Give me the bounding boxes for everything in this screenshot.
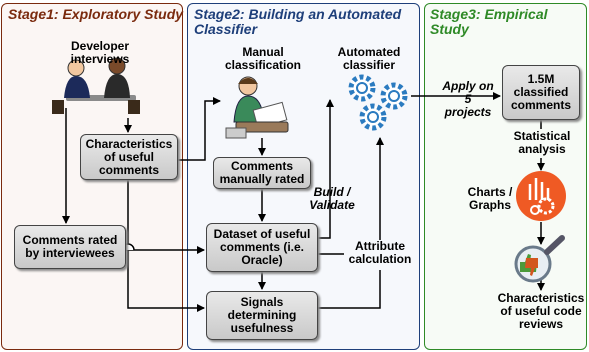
statistical-analysis-label: Statistical analysis: [506, 130, 578, 156]
attribute-calculation-label: Attribute calculation: [344, 240, 416, 266]
chart-gear-icon: [516, 171, 566, 221]
comments-rated-interviewees-box: Comments rated by interviewees: [14, 225, 126, 269]
apply-projects-label: Apply on 5 projects: [442, 79, 494, 119]
developer-interviews-label: Developer interviews: [70, 39, 130, 66]
automated-classifier-label: Automated classifier: [337, 45, 401, 72]
stage1-title: Stage1: Exploratory Study: [8, 6, 184, 22]
manual-classification-person-icon: [225, 76, 289, 139]
signals-box: Signals determining usefulness: [206, 291, 318, 340]
stage2-title: Stage2: Building an Automated Classifier: [194, 6, 402, 37]
build-validate-label: Build / Validate: [309, 185, 355, 212]
magnifier-thumbs-icon: [514, 235, 565, 283]
charts-graphs-label: Charts / Graphs: [467, 185, 513, 212]
stage3-panel: [424, 3, 587, 350]
interview-people-icon: [52, 57, 140, 114]
stage3-title: Stage3: Empirical Study: [430, 6, 548, 37]
classified-comments-box: 1.5M classified comments: [502, 65, 580, 120]
comments-manually-rated-box: Comments manually rated: [213, 157, 311, 189]
dataset-useful-box: Dataset of useful comments (i.e. Oracle): [206, 223, 318, 272]
characteristics-useful-box: Characteristics of useful comments: [80, 134, 178, 180]
characteristics-reviews-label: Characteristics of useful code reviews: [497, 291, 585, 331]
manual-classification-label: Manual classification: [224, 45, 302, 72]
